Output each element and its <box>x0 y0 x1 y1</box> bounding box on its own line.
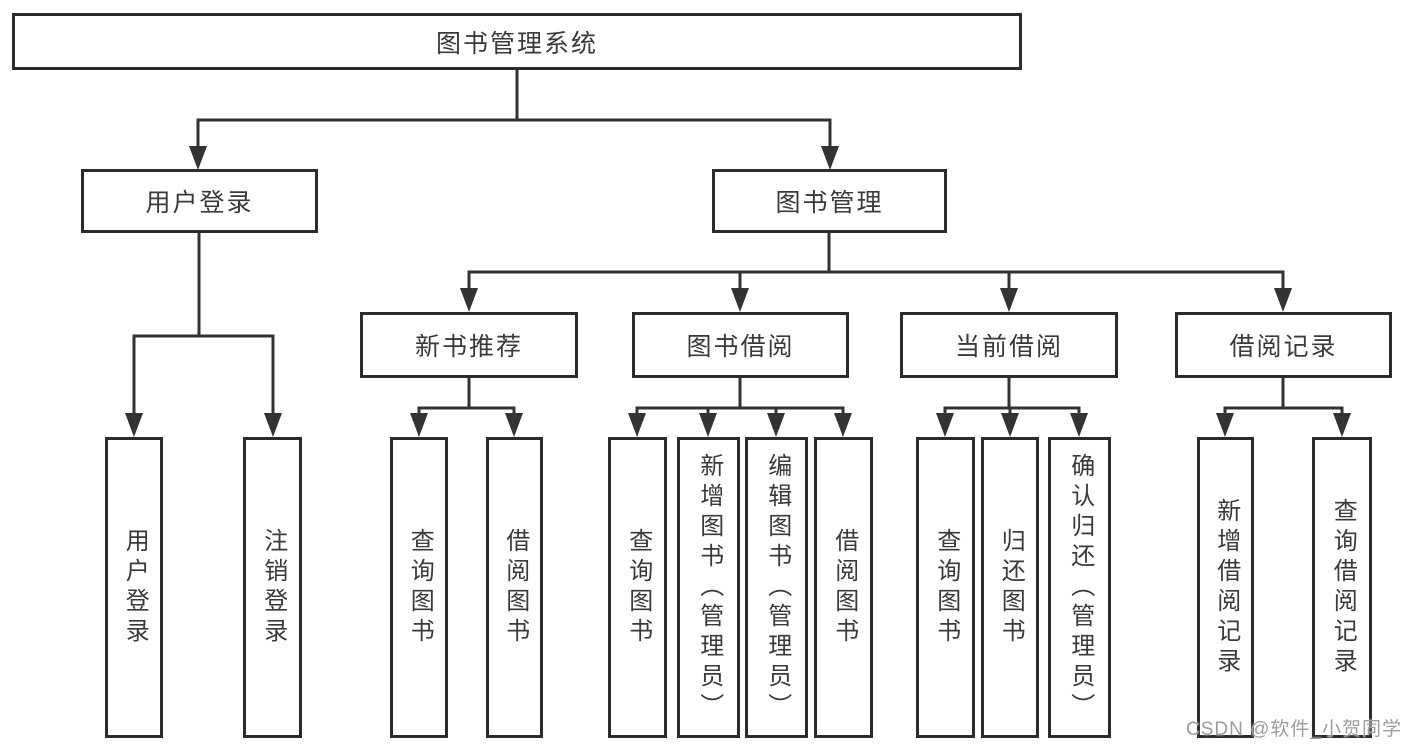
leaf-current-return-books: 归还图书 <box>981 437 1039 738</box>
connector-root-to-level2 <box>196 68 832 150</box>
leaf-current-query-books: 查询图书 <box>916 437 975 738</box>
leaf-current-return-books-label: 归还图书 <box>997 527 1025 648</box>
leaf-current-confirm-return-admin-label: 确认归还（管理员） <box>1066 452 1094 723</box>
leaf-borrow-borrow-books-label: 借阅图书 <box>830 527 858 648</box>
node-current-borrow: 当前借阅 <box>900 312 1118 378</box>
arrowhead-borrow-records <box>1274 288 1292 312</box>
node-new-book-recommend-label: 新书推荐 <box>414 333 523 361</box>
leaf-recommend-query-books: 查询图书 <box>390 437 448 738</box>
arrowhead-recommend-borrow <box>505 413 523 437</box>
leaf-recommend-borrow-books-label: 借阅图书 <box>501 527 529 648</box>
connector-current-to-children <box>943 376 1081 417</box>
arrowhead-current-borrow <box>1000 288 1018 312</box>
arrowhead-records-query <box>1333 413 1351 437</box>
node-book-management: 图书管理 <box>712 169 947 233</box>
node-borrow-records: 借阅记录 <box>1175 312 1392 378</box>
connector-records-to-children <box>1223 376 1344 417</box>
leaf-borrow-add-books-admin: 新增图书（管理员） <box>677 437 740 738</box>
leaf-records-query-record-label: 查询借阅记录 <box>1329 497 1357 678</box>
arrowhead-borrow-query <box>628 413 646 437</box>
arrowhead-current-query <box>936 413 954 437</box>
node-root-label: 图书管理系统 <box>435 29 598 58</box>
arrowhead-borrow-add <box>699 413 717 437</box>
node-new-book-recommend: 新书推荐 <box>360 312 578 378</box>
leaf-user-login-label: 用户登录 <box>121 527 149 648</box>
leaf-borrow-borrow-books: 借阅图书 <box>814 437 873 738</box>
leaf-user-login: 用户登录 <box>105 437 163 738</box>
connector-borrow-to-children <box>635 376 845 417</box>
arrowhead-borrow-borrow <box>834 413 852 437</box>
leaf-borrow-query-books: 查询图书 <box>608 437 667 738</box>
leaf-current-confirm-return-admin: 确认归还（管理员） <box>1048 437 1111 738</box>
arrowhead-new-book-recommend <box>460 288 478 312</box>
arrowhead-borrow-edit <box>767 413 785 437</box>
csdn-watermark: CSDN @软件_小贺同学 <box>1186 719 1402 740</box>
connector-user-login-to-children <box>132 231 275 417</box>
leaf-borrow-edit-books-admin-label: 编辑图书（管理员） <box>763 452 791 723</box>
leaf-recommend-borrow-books: 借阅图书 <box>486 437 543 738</box>
node-borrow-records-label: 借阅记录 <box>1229 333 1338 361</box>
node-book-borrow: 图书借阅 <box>632 312 849 378</box>
leaf-current-query-books-label: 查询图书 <box>932 527 960 648</box>
node-user-login-label: 用户登录 <box>145 189 254 217</box>
leaf-borrow-edit-books-admin: 编辑图书（管理员） <box>745 437 808 738</box>
node-root: 图书管理系统 <box>12 13 1022 70</box>
arrowhead-user-login <box>189 146 207 170</box>
arrowhead-recommend-query <box>410 413 428 437</box>
leaf-records-add-record: 新增借阅记录 <box>1197 437 1254 738</box>
leaf-logout: 注销登录 <box>243 437 302 738</box>
arrowhead-book-management <box>821 146 839 170</box>
arrowhead-leaf-user-login <box>125 413 143 437</box>
node-book-management-label: 图书管理 <box>775 189 884 217</box>
leaf-borrow-query-books-label: 查询图书 <box>624 527 652 648</box>
arrowhead-leaf-logout <box>264 413 282 437</box>
connector-recommend-to-children <box>417 376 516 417</box>
node-book-borrow-label: 图书借阅 <box>686 333 795 361</box>
node-user-login: 用户登录 <box>81 169 318 233</box>
arrowhead-book-borrow <box>731 288 749 312</box>
arrowhead-current-return <box>1001 413 1019 437</box>
node-current-borrow-label: 当前借阅 <box>954 333 1063 361</box>
leaf-logout-label: 注销登录 <box>259 527 287 648</box>
leaf-records-query-record: 查询借阅记录 <box>1312 437 1372 738</box>
arrowhead-current-confirm <box>1070 413 1088 437</box>
connector-book-management-to-level3 <box>467 231 1285 292</box>
leaf-records-add-record-label: 新增借阅记录 <box>1212 497 1240 678</box>
leaf-borrow-add-books-admin-label: 新增图书（管理员） <box>695 452 723 723</box>
leaf-recommend-query-books-label: 查询图书 <box>406 527 434 648</box>
arrowhead-records-add <box>1216 413 1234 437</box>
